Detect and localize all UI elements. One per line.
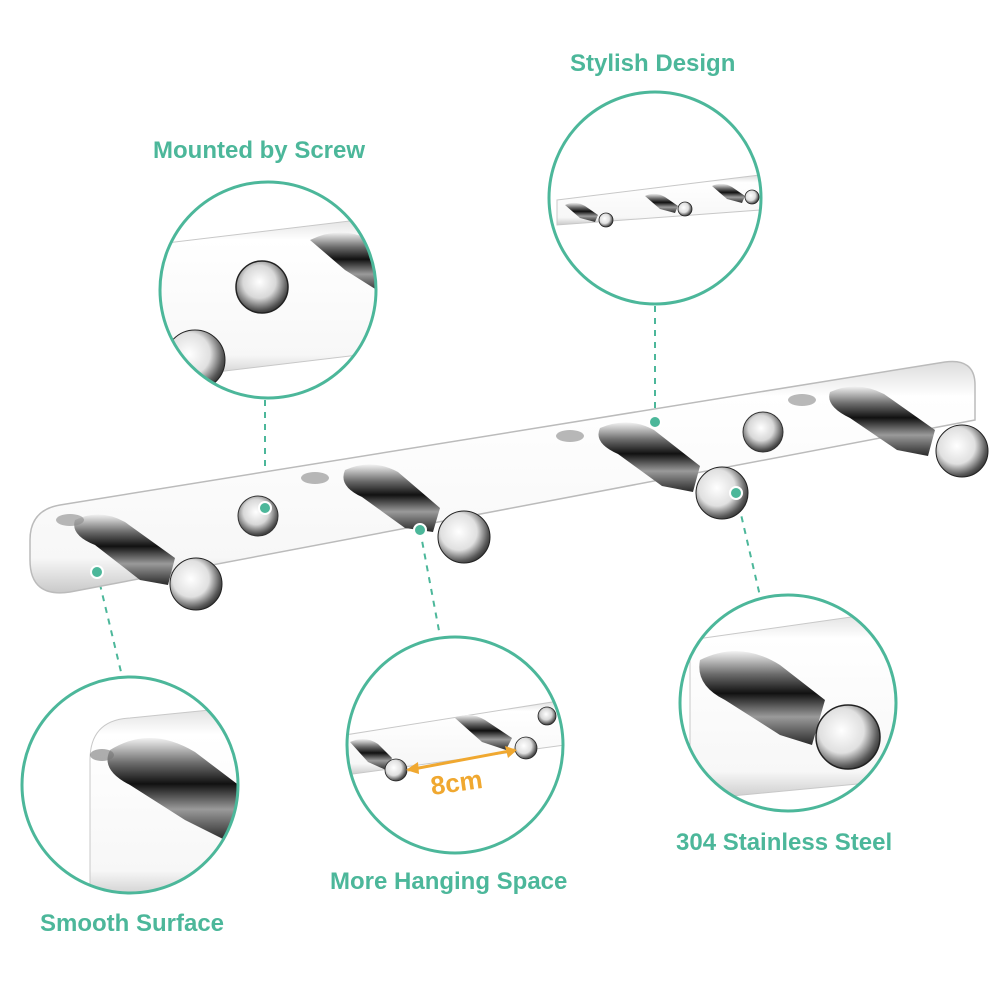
hook bbox=[788, 386, 989, 478]
label-stylish-design: Stylish Design bbox=[570, 50, 736, 77]
connector-space bbox=[419, 529, 441, 637]
label-mounted-by-screw: Mounted by Screw bbox=[153, 137, 366, 164]
connector-smooth bbox=[96, 571, 123, 677]
label-more-hanging-space: More Hanging Space bbox=[330, 868, 568, 895]
detail-circle-screw bbox=[158, 180, 378, 400]
hook bbox=[556, 422, 749, 520]
rack-plate bbox=[29, 360, 976, 594]
screw-head bbox=[742, 411, 784, 453]
detail-circle-space: 8cm bbox=[345, 635, 565, 855]
label-smooth-surface: Smooth Surface bbox=[40, 910, 225, 937]
hook bbox=[56, 514, 223, 611]
screw-head bbox=[237, 495, 279, 537]
hook bbox=[301, 464, 491, 564]
detail-circle-smooth bbox=[20, 675, 240, 895]
main-hook-rack bbox=[29, 360, 989, 611]
detail-circle-stylish bbox=[547, 90, 763, 306]
measure-arrow bbox=[407, 748, 516, 772]
measure-label: 8cm bbox=[429, 764, 485, 801]
label-stainless-steel: 304 Stainless Steel bbox=[676, 829, 893, 856]
feature-dots bbox=[90, 415, 743, 579]
detail-circle-steel bbox=[678, 593, 898, 813]
